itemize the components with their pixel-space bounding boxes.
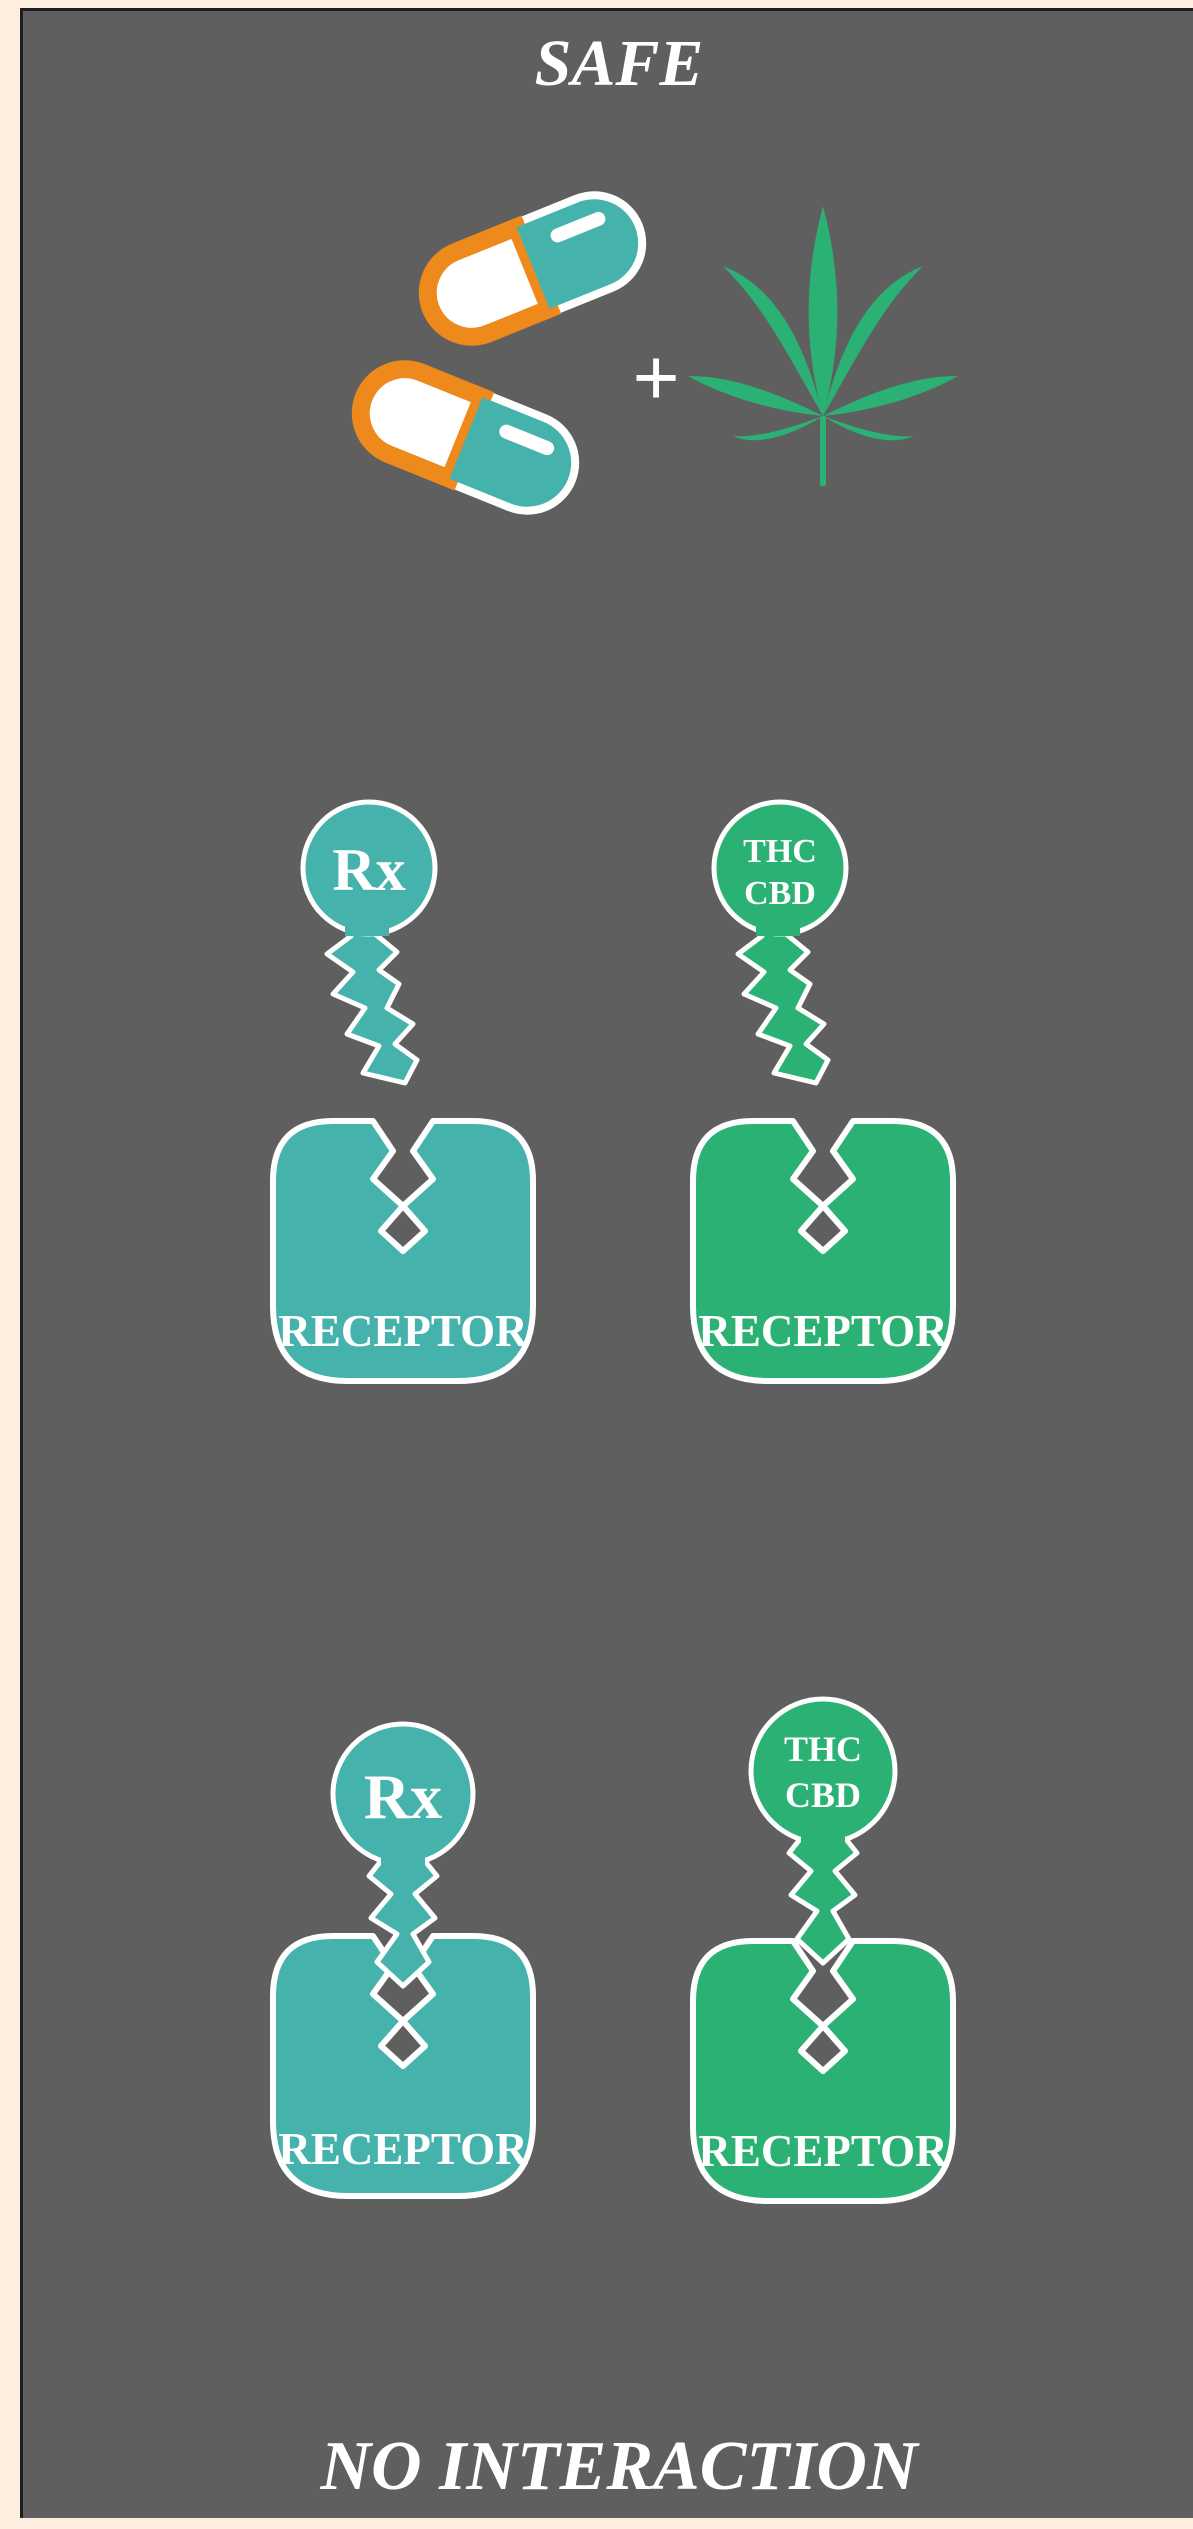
diagram-panel: SAFE + Rx [20, 8, 1193, 2518]
receptor-rx-top: RECEPTOR [273, 1121, 533, 1381]
rx-label: Rx [332, 837, 405, 903]
rx-label: Rx [364, 1761, 442, 1832]
receptor-rx-bound: Rx RECEPTOR [273, 1721, 533, 2196]
receptor-cannabinoid-top: RECEPTOR [693, 1121, 953, 1381]
rx-key-icon: Rx [300, 799, 438, 1083]
thc-label: THC [743, 833, 817, 870]
receptor-cannabinoid-bound: THC CBD RECEPTOR [693, 1696, 953, 2201]
title-no-interaction: NO INTERACTION [319, 2428, 919, 2505]
cbd-label: CBD [785, 1775, 861, 1815]
pill-capsules-icon [351, 191, 647, 515]
receptor-label: RECEPTOR [278, 2124, 528, 2174]
receptor-label: RECEPTOR [698, 1306, 948, 1356]
thc-label: THC [784, 1729, 862, 1769]
receptor-label: RECEPTOR [698, 2126, 948, 2176]
diagram-canvas: SAFE + Rx [23, 27, 958, 2505]
cannabinoid-key-icon: THC CBD [711, 799, 849, 1083]
cannabis-leaf-icon [688, 206, 958, 486]
title-safe: SAFE [535, 27, 704, 100]
receptor-label: RECEPTOR [278, 1306, 528, 1356]
plus-sign: + [632, 332, 680, 425]
cbd-label: CBD [744, 875, 816, 912]
